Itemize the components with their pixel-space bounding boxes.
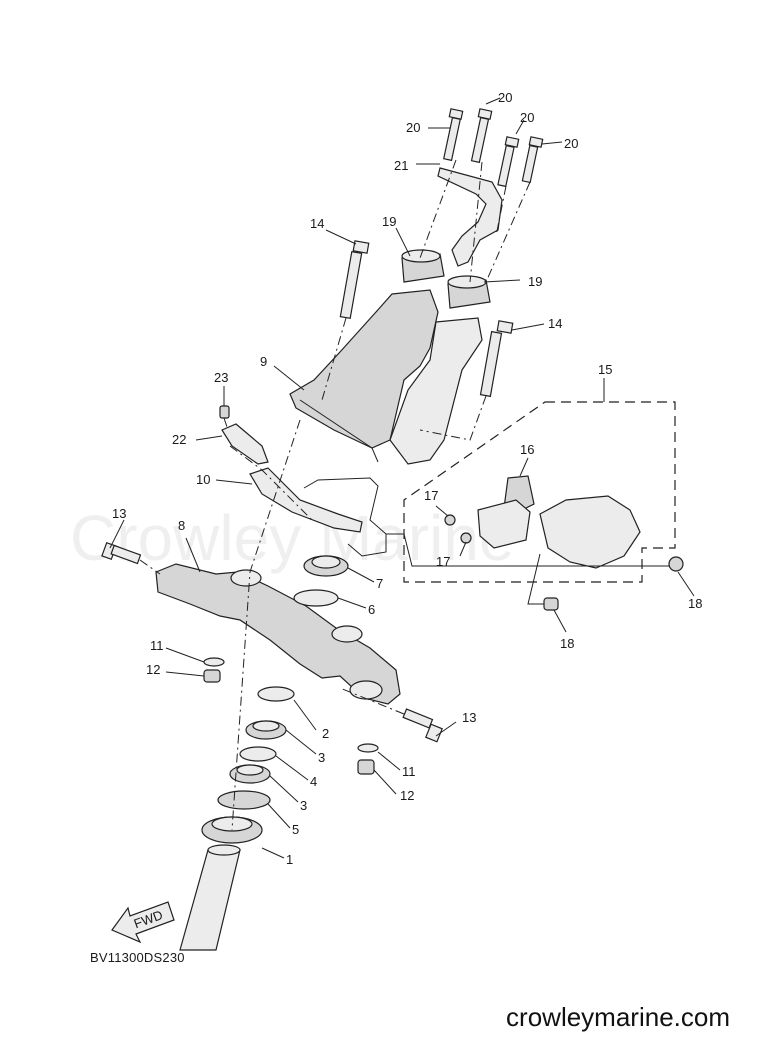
label-22: 22 [172, 432, 186, 447]
group-15-box [403, 401, 676, 583]
label-1: 1 [286, 852, 293, 867]
bolt-23 [219, 405, 230, 419]
race-3-b [229, 764, 271, 784]
label-19a: 19 [382, 214, 396, 229]
label-21: 21 [394, 158, 408, 173]
label-10: 10 [196, 472, 210, 487]
nut-12-b [357, 759, 375, 775]
bolt-18-b [543, 597, 559, 611]
screw-17-b [460, 532, 472, 544]
label-12b: 12 [400, 788, 414, 803]
holder-cap-19-b [447, 275, 491, 309]
throttle-assembly [539, 495, 641, 569]
bolt-20-b [470, 108, 493, 164]
label-4: 4 [310, 774, 317, 789]
label-12a: 12 [146, 662, 160, 677]
label-20b: 20 [498, 90, 512, 105]
website-footer[interactable]: crowleymarine.com [506, 1002, 730, 1032]
guide-lines [139, 159, 670, 831]
bolt-20-a [443, 108, 464, 162]
washer-11-b [357, 743, 379, 753]
bracket-21 [437, 167, 503, 267]
label-17a: 17 [424, 488, 438, 503]
nut-12-a [203, 669, 221, 683]
label-18b: 18 [560, 636, 574, 651]
label-8: 8 [178, 518, 185, 533]
label-15: 15 [598, 362, 612, 377]
bolt-14-a [339, 240, 370, 320]
label-6: 6 [368, 602, 375, 617]
nut-7 [303, 555, 349, 577]
label-9: 9 [260, 354, 267, 369]
fwd-arrow: FWD [111, 901, 175, 944]
label-13b: 13 [462, 710, 476, 725]
bolt-18-a [668, 556, 684, 572]
diagram-code: BV11300DS230 [90, 950, 185, 965]
label-14a: 14 [310, 216, 324, 231]
label-3a: 3 [318, 750, 325, 765]
label-20c: 20 [520, 110, 534, 125]
race-3-a [245, 720, 287, 740]
label-20d: 20 [564, 136, 578, 151]
label-17b: 17 [436, 554, 450, 569]
label-3b: 3 [300, 798, 307, 813]
holder-cap-19-a [401, 249, 445, 283]
bolt-13-a [101, 541, 142, 565]
label-16: 16 [520, 442, 534, 457]
label-11a: 11 [150, 638, 164, 653]
washer-6 [293, 589, 339, 607]
seal-2 [257, 686, 295, 702]
leader-lines [109, 97, 695, 859]
label-18a: 18 [688, 596, 702, 611]
label-23: 23 [214, 370, 228, 385]
washer-11-a [203, 657, 225, 667]
label-11b: 11 [402, 764, 416, 779]
screw-17-a [444, 514, 456, 526]
bolt-20-d [521, 136, 544, 184]
seal-5 [217, 790, 271, 810]
watermark-text: Crowley Marine [70, 502, 515, 574]
bolt-14-b [479, 320, 514, 398]
label-2: 2 [322, 726, 329, 741]
label-20a: 20 [406, 120, 420, 135]
bolt-20-c [497, 136, 520, 188]
label-7: 7 [376, 576, 383, 591]
steering-shaft [179, 849, 241, 951]
bearing-4 [239, 746, 277, 762]
bracket-22 [221, 423, 269, 465]
label-13a: 13 [112, 506, 126, 521]
label-5: 5 [292, 822, 299, 837]
bolt-13-b [402, 708, 443, 743]
label-19b: 19 [528, 274, 542, 289]
guide-10 [249, 467, 363, 533]
label-14b: 14 [548, 316, 562, 331]
